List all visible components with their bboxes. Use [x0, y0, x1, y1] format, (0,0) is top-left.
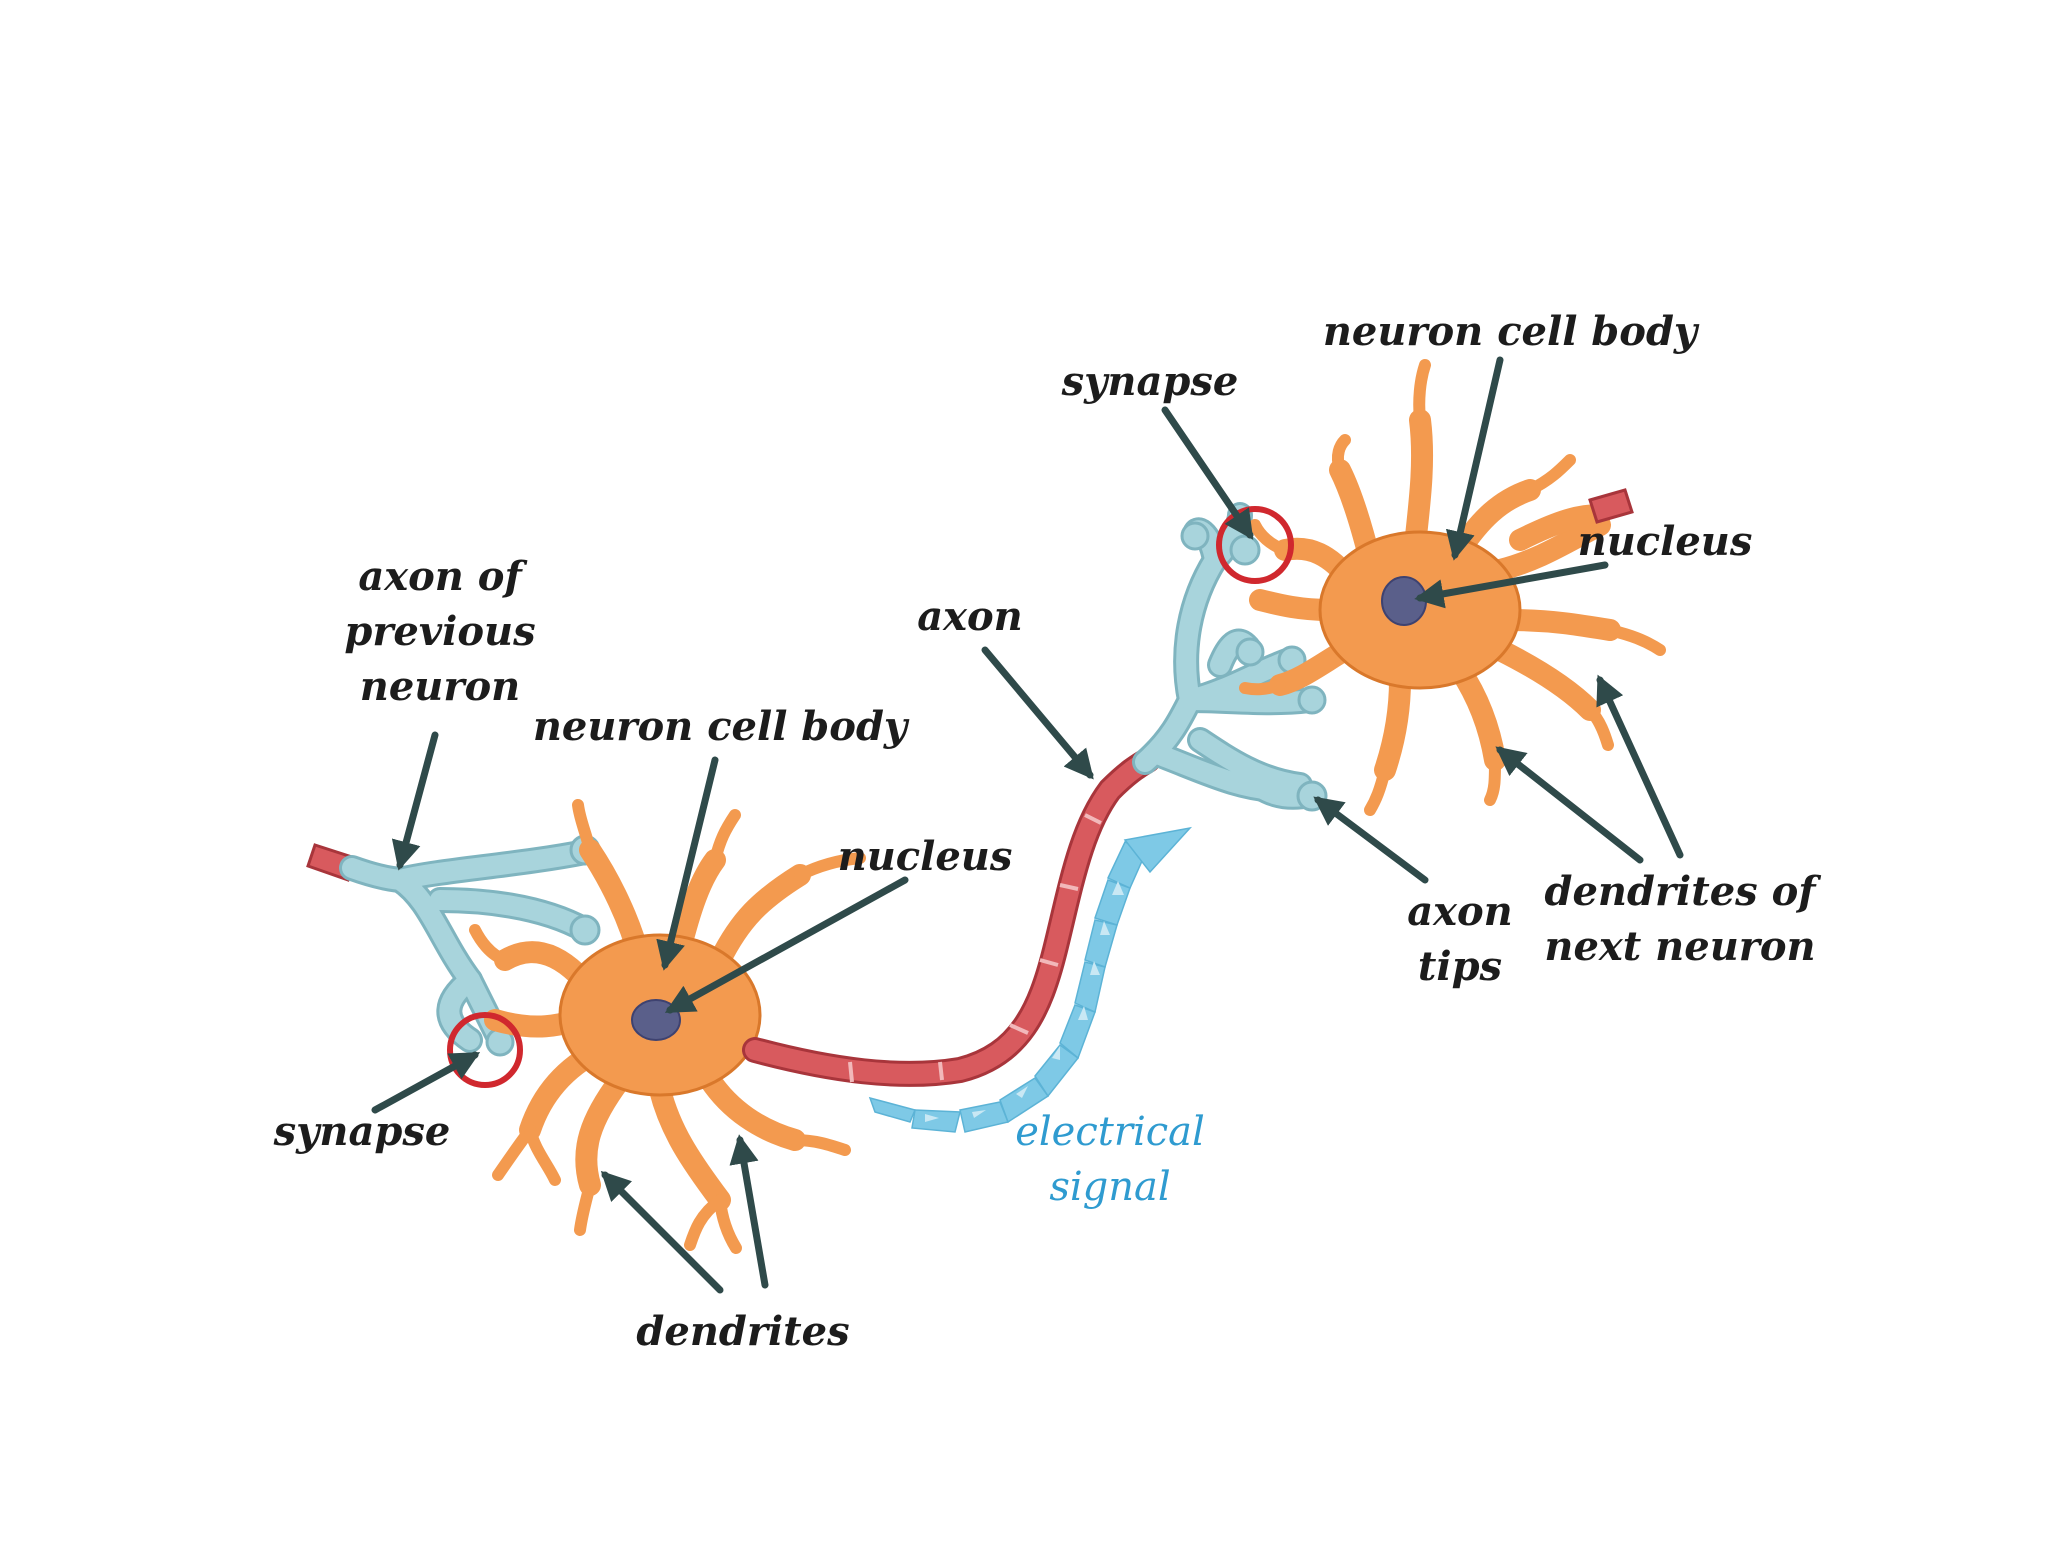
- label-dendrites-of-next-neuron-line1: dendrites of: [1545, 868, 1822, 915]
- label-dendrites-of-next-neuron-line2: next neuron: [1544, 923, 1815, 970]
- pointer-axon-of-previous-neuron: [391, 731, 439, 871]
- label-axon: axon: [917, 593, 1023, 640]
- label-axon-of-previous-neuron-line2: previous: [344, 608, 535, 655]
- label-axon-tips-line1: axon: [1407, 888, 1513, 935]
- left-synapse-ring: [447, 1012, 523, 1088]
- diagram-labels: axon of previous neuron neuron cell body…: [273, 308, 1822, 1355]
- previous-axon-terminals: [306, 834, 601, 1057]
- label-dendrites: dendrites: [636, 1308, 849, 1355]
- label-left-nucleus: nucleus: [838, 833, 1013, 880]
- right-synapse-ring: [1216, 506, 1294, 584]
- pointer-right-nucleus: [1414, 561, 1609, 609]
- pointer-axon-tips: [1313, 796, 1429, 884]
- pointer-axon: [981, 646, 1094, 780]
- label-right-nucleus: nucleus: [1578, 518, 1753, 565]
- label-right-synapse: synapse: [1061, 358, 1239, 405]
- label-axon-of-previous-neuron-line3: neuron: [360, 663, 520, 710]
- label-right-neuron-cell-body: neuron cell body: [1323, 308, 1700, 355]
- pointer-dendrites-1: [600, 1170, 724, 1294]
- pointer-arrows: [371, 356, 1684, 1294]
- label-electrical-signal-line1: electrical: [1015, 1109, 1205, 1155]
- pointer-dendrites-2: [729, 1134, 769, 1289]
- main-axon: [742, 747, 1161, 1087]
- label-electrical-signal-line2: signal: [1049, 1164, 1170, 1210]
- label-axon-of-previous-neuron-line1: axon of: [358, 553, 527, 600]
- electrical-signal-arrows: [868, 826, 1193, 1133]
- pointer-dendrites-next-2: [1596, 674, 1684, 859]
- pointer-right-cell-body: [1445, 356, 1504, 561]
- pointer-left-nucleus: [664, 876, 909, 1014]
- label-left-synapse: synapse: [273, 1108, 451, 1155]
- pointer-right-synapse: [1161, 406, 1254, 540]
- pointer-left-cell-body: [656, 756, 719, 971]
- pointer-dendrites-next-1: [1495, 746, 1644, 864]
- pointer-left-synapse: [371, 1051, 481, 1114]
- label-left-neuron-cell-body: neuron cell body: [533, 703, 910, 750]
- label-axon-tips-line2: tips: [1418, 943, 1502, 990]
